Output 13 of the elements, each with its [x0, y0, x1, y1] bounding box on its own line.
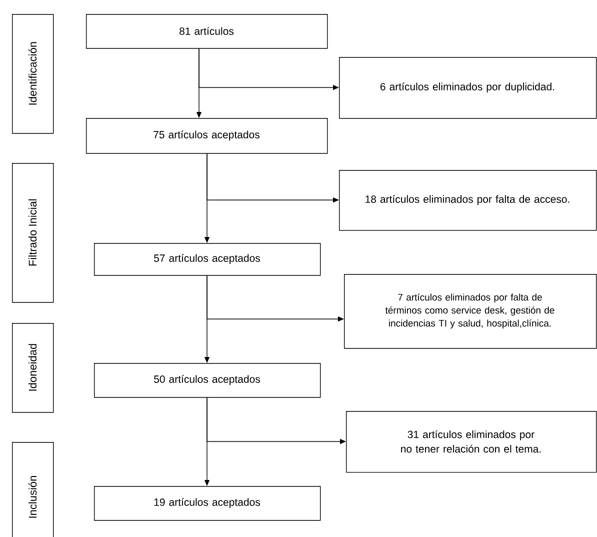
- phase-label-box: Idoneidad: [12, 322, 54, 413]
- count-box: 57 artículos aceptados: [94, 243, 321, 276]
- exclusion-box: 31 artículos eliminados por no tener relación con el tema.: [346, 411, 597, 473]
- exclusion-box: 6 artículos eliminados por duplicidad.: [339, 57, 597, 119]
- phase-label-box: Inclusión: [12, 442, 54, 537]
- exclusion-box: 18 artículos eliminados por falta de acceso.: [339, 170, 597, 231]
- count-box: 81 artículos: [86, 14, 328, 49]
- count-box: 50 artículos aceptados: [94, 362, 321, 398]
- phase-label-box: Filtrado Inicial: [12, 163, 54, 303]
- count-box: 19 artículos aceptados: [94, 486, 321, 521]
- phase-label-box: Identificación: [12, 14, 54, 134]
- exclusion-box: 7 artículos eliminados por falta de términos como service desk, gestión de incidencias TI y salud, hospital,clínica.: [344, 274, 597, 349]
- count-box: 75 artículos aceptados: [86, 118, 328, 154]
